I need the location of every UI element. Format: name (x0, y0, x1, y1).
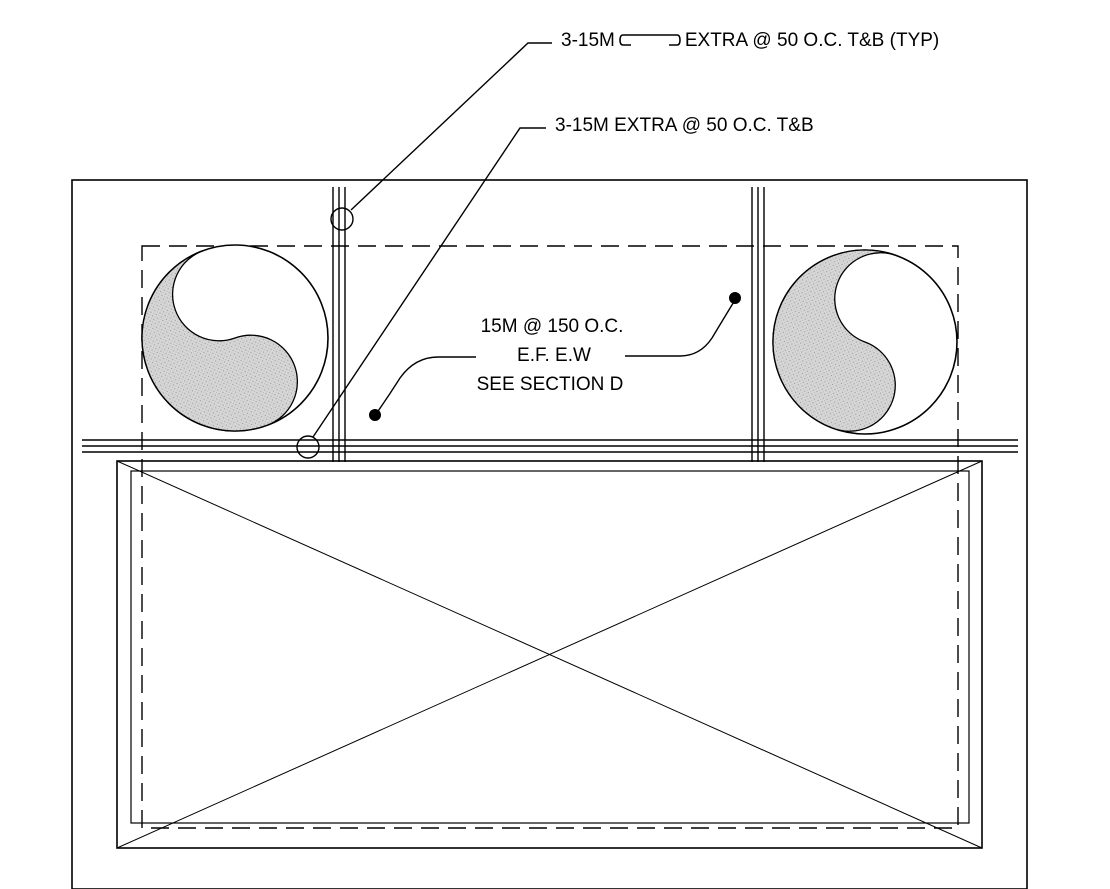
callout-extra-hooked-bars: 3-15M EXTRA @ 50 O.C. T&B (TYP) (561, 30, 940, 52)
mesh-dot-right (729, 292, 741, 304)
horizontal-rebar-group (82, 439, 1018, 453)
mesh-note-line1: 15M @ 150 O.C. (480, 316, 624, 337)
left-column-symbol (141, 244, 329, 432)
callout-extra-bars: 3-15M EXTRA @ 50 O.C. T&B (555, 115, 814, 137)
right-column-symbol (772, 249, 958, 435)
mesh-leader-left (375, 356, 476, 415)
callout-1-prefix: 3-15M (561, 30, 615, 51)
dashed-footing-outline (141, 245, 959, 829)
mesh-dot-left (369, 409, 381, 421)
mesh-note-line2: E.F. E.W (483, 345, 625, 367)
vertical-rebar-left (332, 187, 346, 462)
hooked-bar-icon (619, 34, 681, 46)
callout-1-suffix: EXTRA @ 50 O.C. T&B (TYP) (684, 30, 940, 51)
leader-callout-1 (330, 42, 552, 231)
leader-callout-2 (296, 127, 546, 459)
mesh-note-line3: SEE SECTION D (476, 374, 624, 395)
opening-box (116, 460, 983, 849)
vertical-rebar-right (751, 187, 765, 462)
slab-outline (71, 179, 1028, 889)
mesh-leader-right (622, 299, 736, 357)
